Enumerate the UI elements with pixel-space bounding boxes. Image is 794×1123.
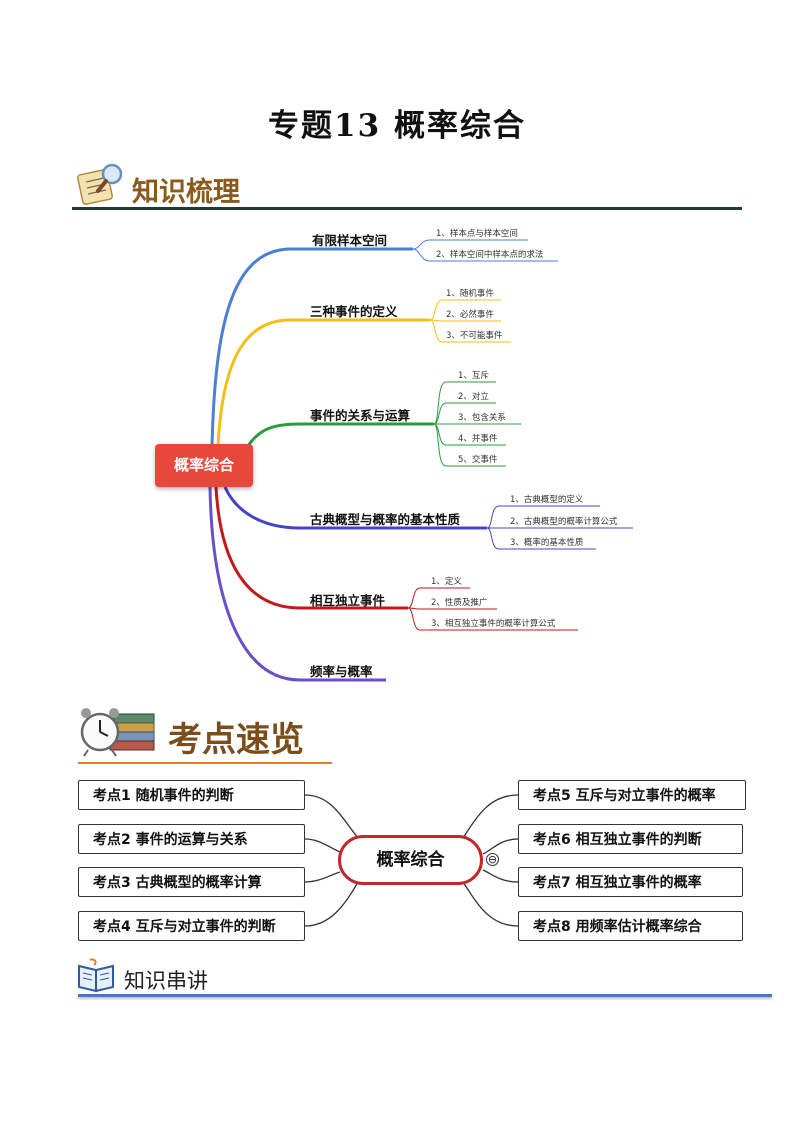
exam-point-6: 考点6 相互独立事件的判断 <box>518 824 743 854</box>
sub-item: 1、古典概型的定义 <box>510 495 584 505</box>
branch-three-events: 三种事件的定义 <box>310 304 398 319</box>
sub-item: 5、交事件 <box>458 455 498 465</box>
section-divider <box>78 762 332 764</box>
exam-points-connectors <box>304 794 519 927</box>
section-divider <box>78 994 772 997</box>
sub-item: 4、并事件 <box>458 434 498 444</box>
sub-item: 2、样本空间中样本点的求法 <box>436 250 544 260</box>
sub-item: 2、必然事件 <box>446 310 494 320</box>
sub-item: 3、包含关系 <box>458 413 506 423</box>
exam-points-center: 概率综合 <box>338 835 483 885</box>
sub-item: 2、性质及推广 <box>431 598 488 608</box>
exam-point-5: 考点5 互斥与对立事件的概率 <box>518 780 746 810</box>
page-title: 专题13 概率综合 <box>268 108 526 144</box>
sub-item: 1、随机事件 <box>446 289 494 299</box>
exam-point-4: 考点4 互斥与对立事件的判断 <box>78 911 305 941</box>
collapse-toggle-icon[interactable]: ⊖ <box>486 853 499 866</box>
branch-independent-events: 相互独立事件 <box>310 593 386 608</box>
sub-item: 2、对立 <box>458 392 489 402</box>
magnifier-notes-icon <box>77 163 123 205</box>
exam-point-1: 考点1 随机事件的判断 <box>78 780 305 810</box>
exam-point-3: 考点3 古典概型的概率计算 <box>78 867 305 897</box>
sub-item: 3、不可能事件 <box>446 331 503 341</box>
mindmap-root: 概率综合 <box>155 444 253 487</box>
exam-point-7: 考点7 相互独立事件的概率 <box>518 867 743 897</box>
mindmap-connectors <box>208 239 633 682</box>
sub-item: 1、样本点与样本空间 <box>436 229 518 239</box>
section-heading-quick-review: 考点速览 <box>168 720 304 760</box>
sub-item: 1、定义 <box>431 577 462 587</box>
section-heading-lecture: 知识串讲 <box>124 969 208 993</box>
branch-frequency-probability: 频率与概率 <box>310 664 373 679</box>
open-book-icon <box>78 958 114 993</box>
alarm-clock-books-icon <box>80 708 155 757</box>
branch-classical-model: 古典概型与概率的基本性质 <box>310 512 461 527</box>
branch-finite-sample-space: 有限样本空间 <box>312 233 388 248</box>
sub-item: 3、相互独立事件的概率计算公式 <box>431 619 556 629</box>
sub-item: 2、古典概型的概率计算公式 <box>510 517 618 527</box>
branch-event-relations: 事件的关系与运算 <box>310 408 411 423</box>
section-divider <box>72 207 742 210</box>
exam-point-2: 考点2 事件的运算与关系 <box>78 824 305 854</box>
exam-point-8: 考点8 用频率估计概率综合 <box>518 911 743 941</box>
sub-item: 1、互斥 <box>458 371 489 381</box>
section-heading-knowledge: 知识梳理 <box>132 177 240 208</box>
sub-item: 3、概率的基本性质 <box>510 538 584 548</box>
